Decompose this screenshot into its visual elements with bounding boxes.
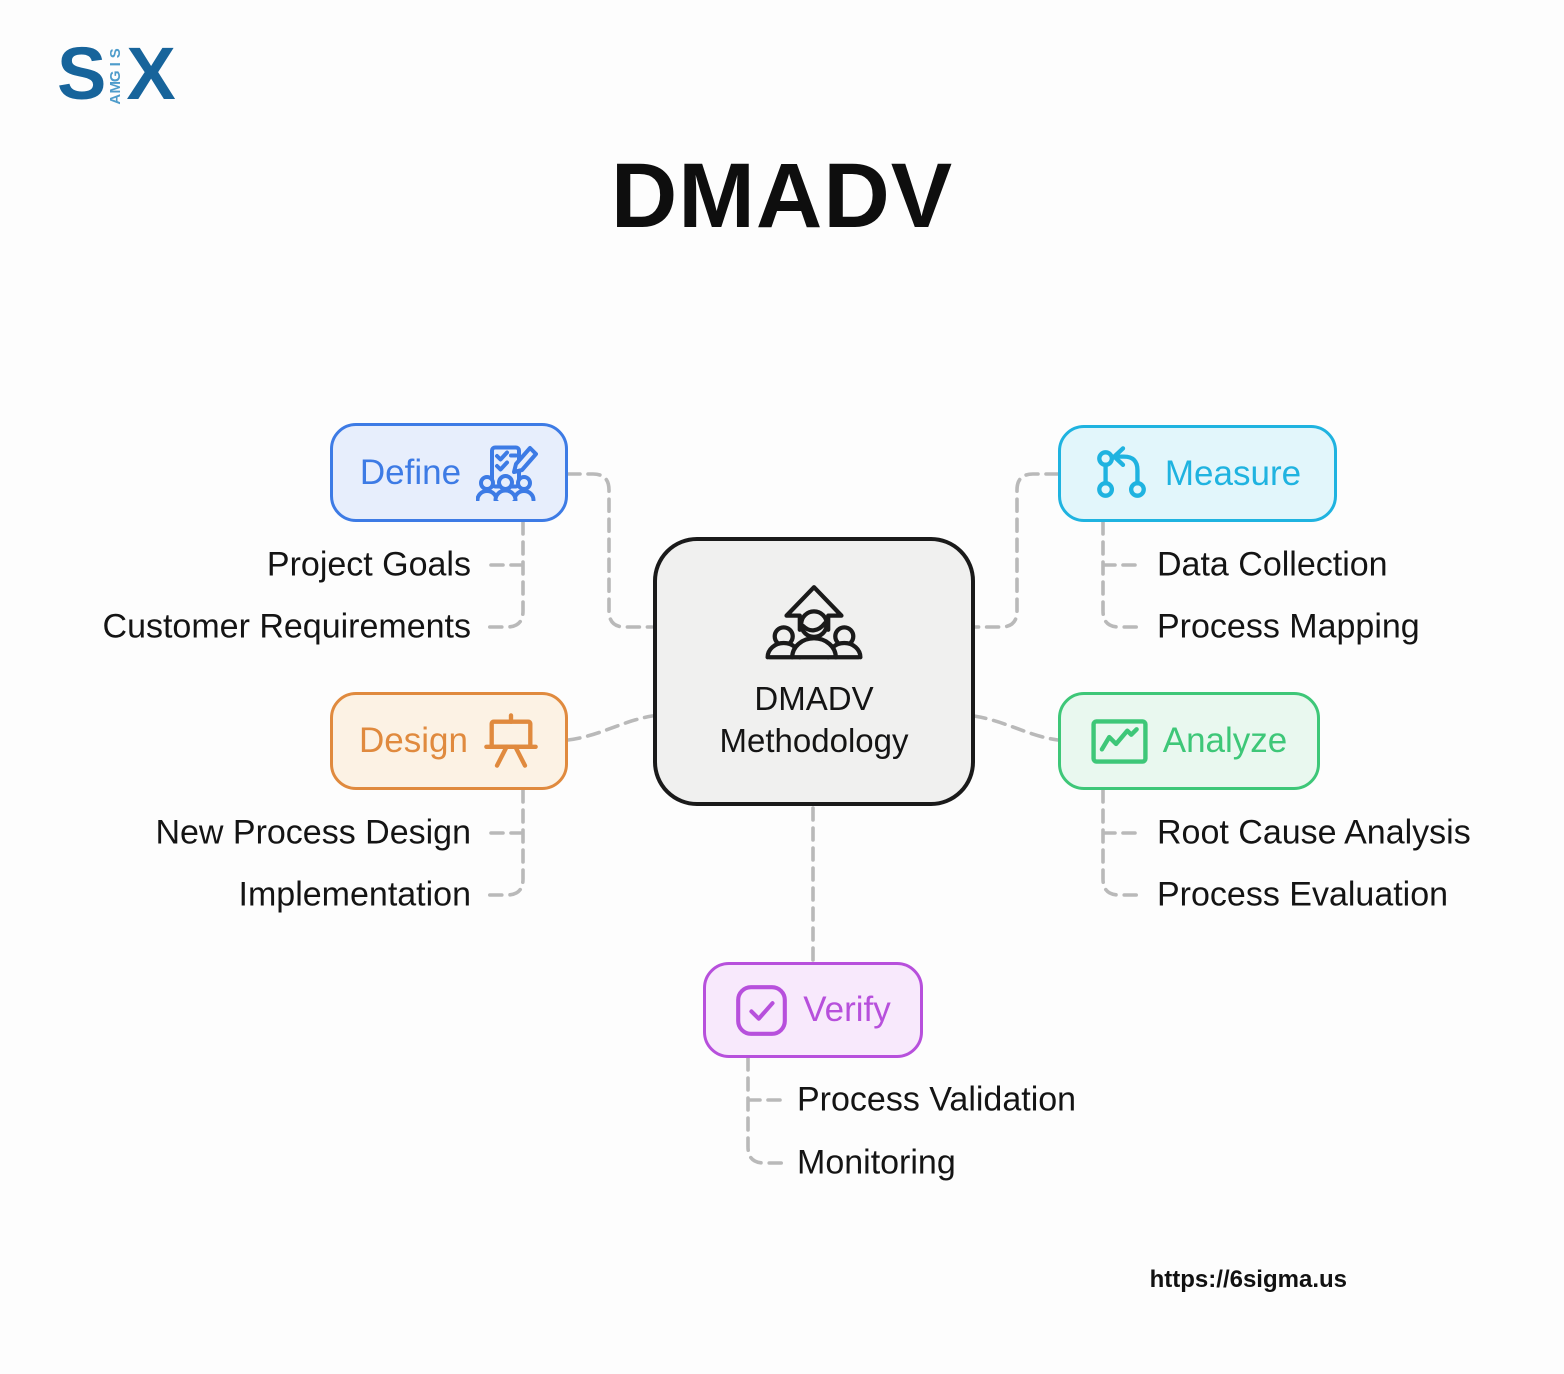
- connector-analyze-to-center: [972, 714, 1060, 742]
- footer-url: https://6sigma.us: [1149, 1266, 1347, 1293]
- label-process-validation: Process Validation: [797, 1080, 1077, 1119]
- label-implementation: Implementation: [238, 875, 471, 914]
- label-customer-requirements: Customer Requirements: [102, 607, 471, 646]
- phase-box-measure: Measure: [1058, 425, 1337, 522]
- connector-verify-to-labels: [746, 1056, 788, 1165]
- center-node-dmadv-methodology: DMADV Methodology: [653, 537, 975, 806]
- check-square-icon: [736, 984, 788, 1036]
- connector-design-to-center: [566, 714, 654, 742]
- route-nodes-arrow-icon: [1097, 445, 1146, 498]
- page-title: DMADV: [610, 145, 954, 247]
- connector-analyze-to-labels: [1101, 788, 1145, 897]
- connector-define-to-labels: [481, 520, 525, 629]
- label-project-goals: Project Goals: [266, 545, 471, 584]
- logo-letter-s: S: [57, 32, 106, 115]
- label-root-cause-analysis: Root Cause Analysis: [1157, 813, 1471, 852]
- connector-design-to-labels: [481, 788, 525, 897]
- label-process-mapping: Process Mapping: [1157, 607, 1420, 646]
- phase-label-analyze: Analyze: [1162, 721, 1288, 760]
- label-process-evaluation: Process Evaluation: [1157, 875, 1449, 914]
- center-node-label: DMADV Methodology: [719, 679, 909, 759]
- label-monitoring: Monitoring: [797, 1143, 956, 1182]
- line-chart-icon: [1091, 718, 1148, 764]
- phase-box-verify: Verify: [703, 962, 923, 1058]
- logo-letter-x: X: [126, 32, 175, 115]
- connector-measure-to-labels: [1101, 520, 1145, 629]
- phase-label-verify: Verify: [803, 990, 891, 1029]
- label-data-collection: Data Collection: [1157, 545, 1388, 584]
- connector-measure-to-center: [972, 472, 1060, 629]
- clipboard-checklist-team-icon: [476, 445, 539, 501]
- phase-box-define: Define: [330, 423, 568, 522]
- phase-label-define: Define: [359, 452, 462, 492]
- phase-label-measure: Measure: [1164, 453, 1302, 493]
- phase-box-design: Design: [330, 692, 568, 790]
- connector-define-to-center: [566, 472, 654, 629]
- phase-box-analyze: Analyze: [1058, 692, 1320, 790]
- team-growth-arrow-icon: [765, 584, 863, 659]
- easel-icon: [484, 713, 538, 768]
- label-new-process-design: New Process Design: [155, 813, 471, 852]
- phase-label-design: Design: [359, 721, 468, 760]
